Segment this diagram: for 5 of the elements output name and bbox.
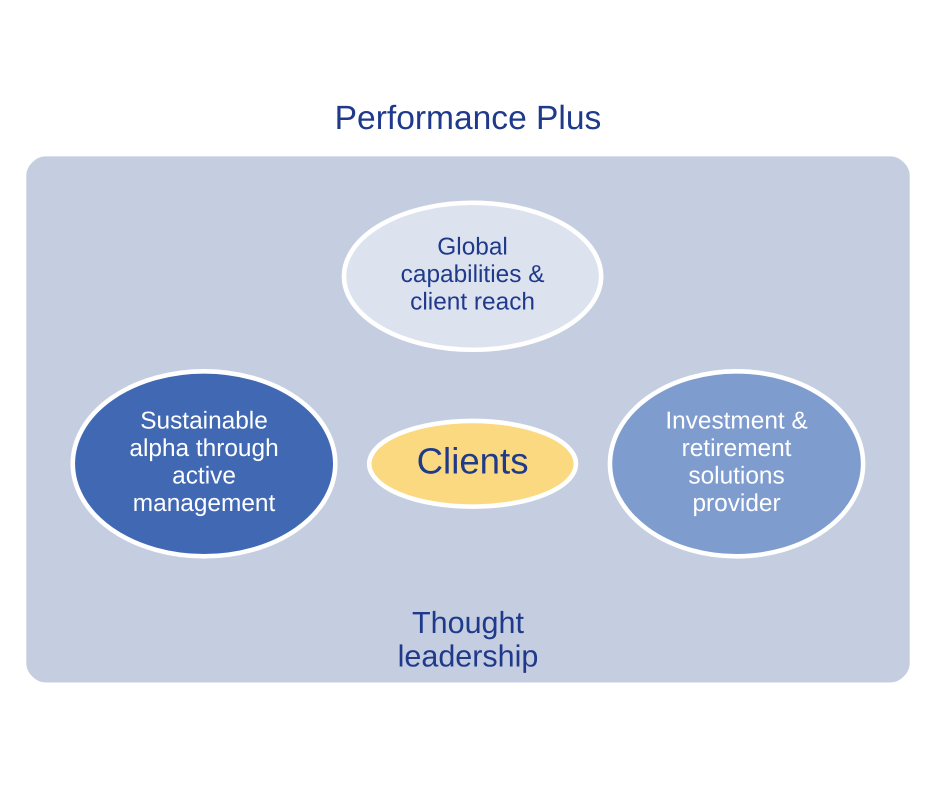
node-ellipse: Global capabilities & client reach [342, 200, 604, 352]
node-ellipse: Clients [366, 418, 578, 508]
node-ellipse: Sustainable alpha through active management [70, 368, 338, 558]
node-ellipse: Investment & retirement solutions provider [608, 368, 866, 558]
diagram-title: Performance Plus [334, 100, 602, 137]
